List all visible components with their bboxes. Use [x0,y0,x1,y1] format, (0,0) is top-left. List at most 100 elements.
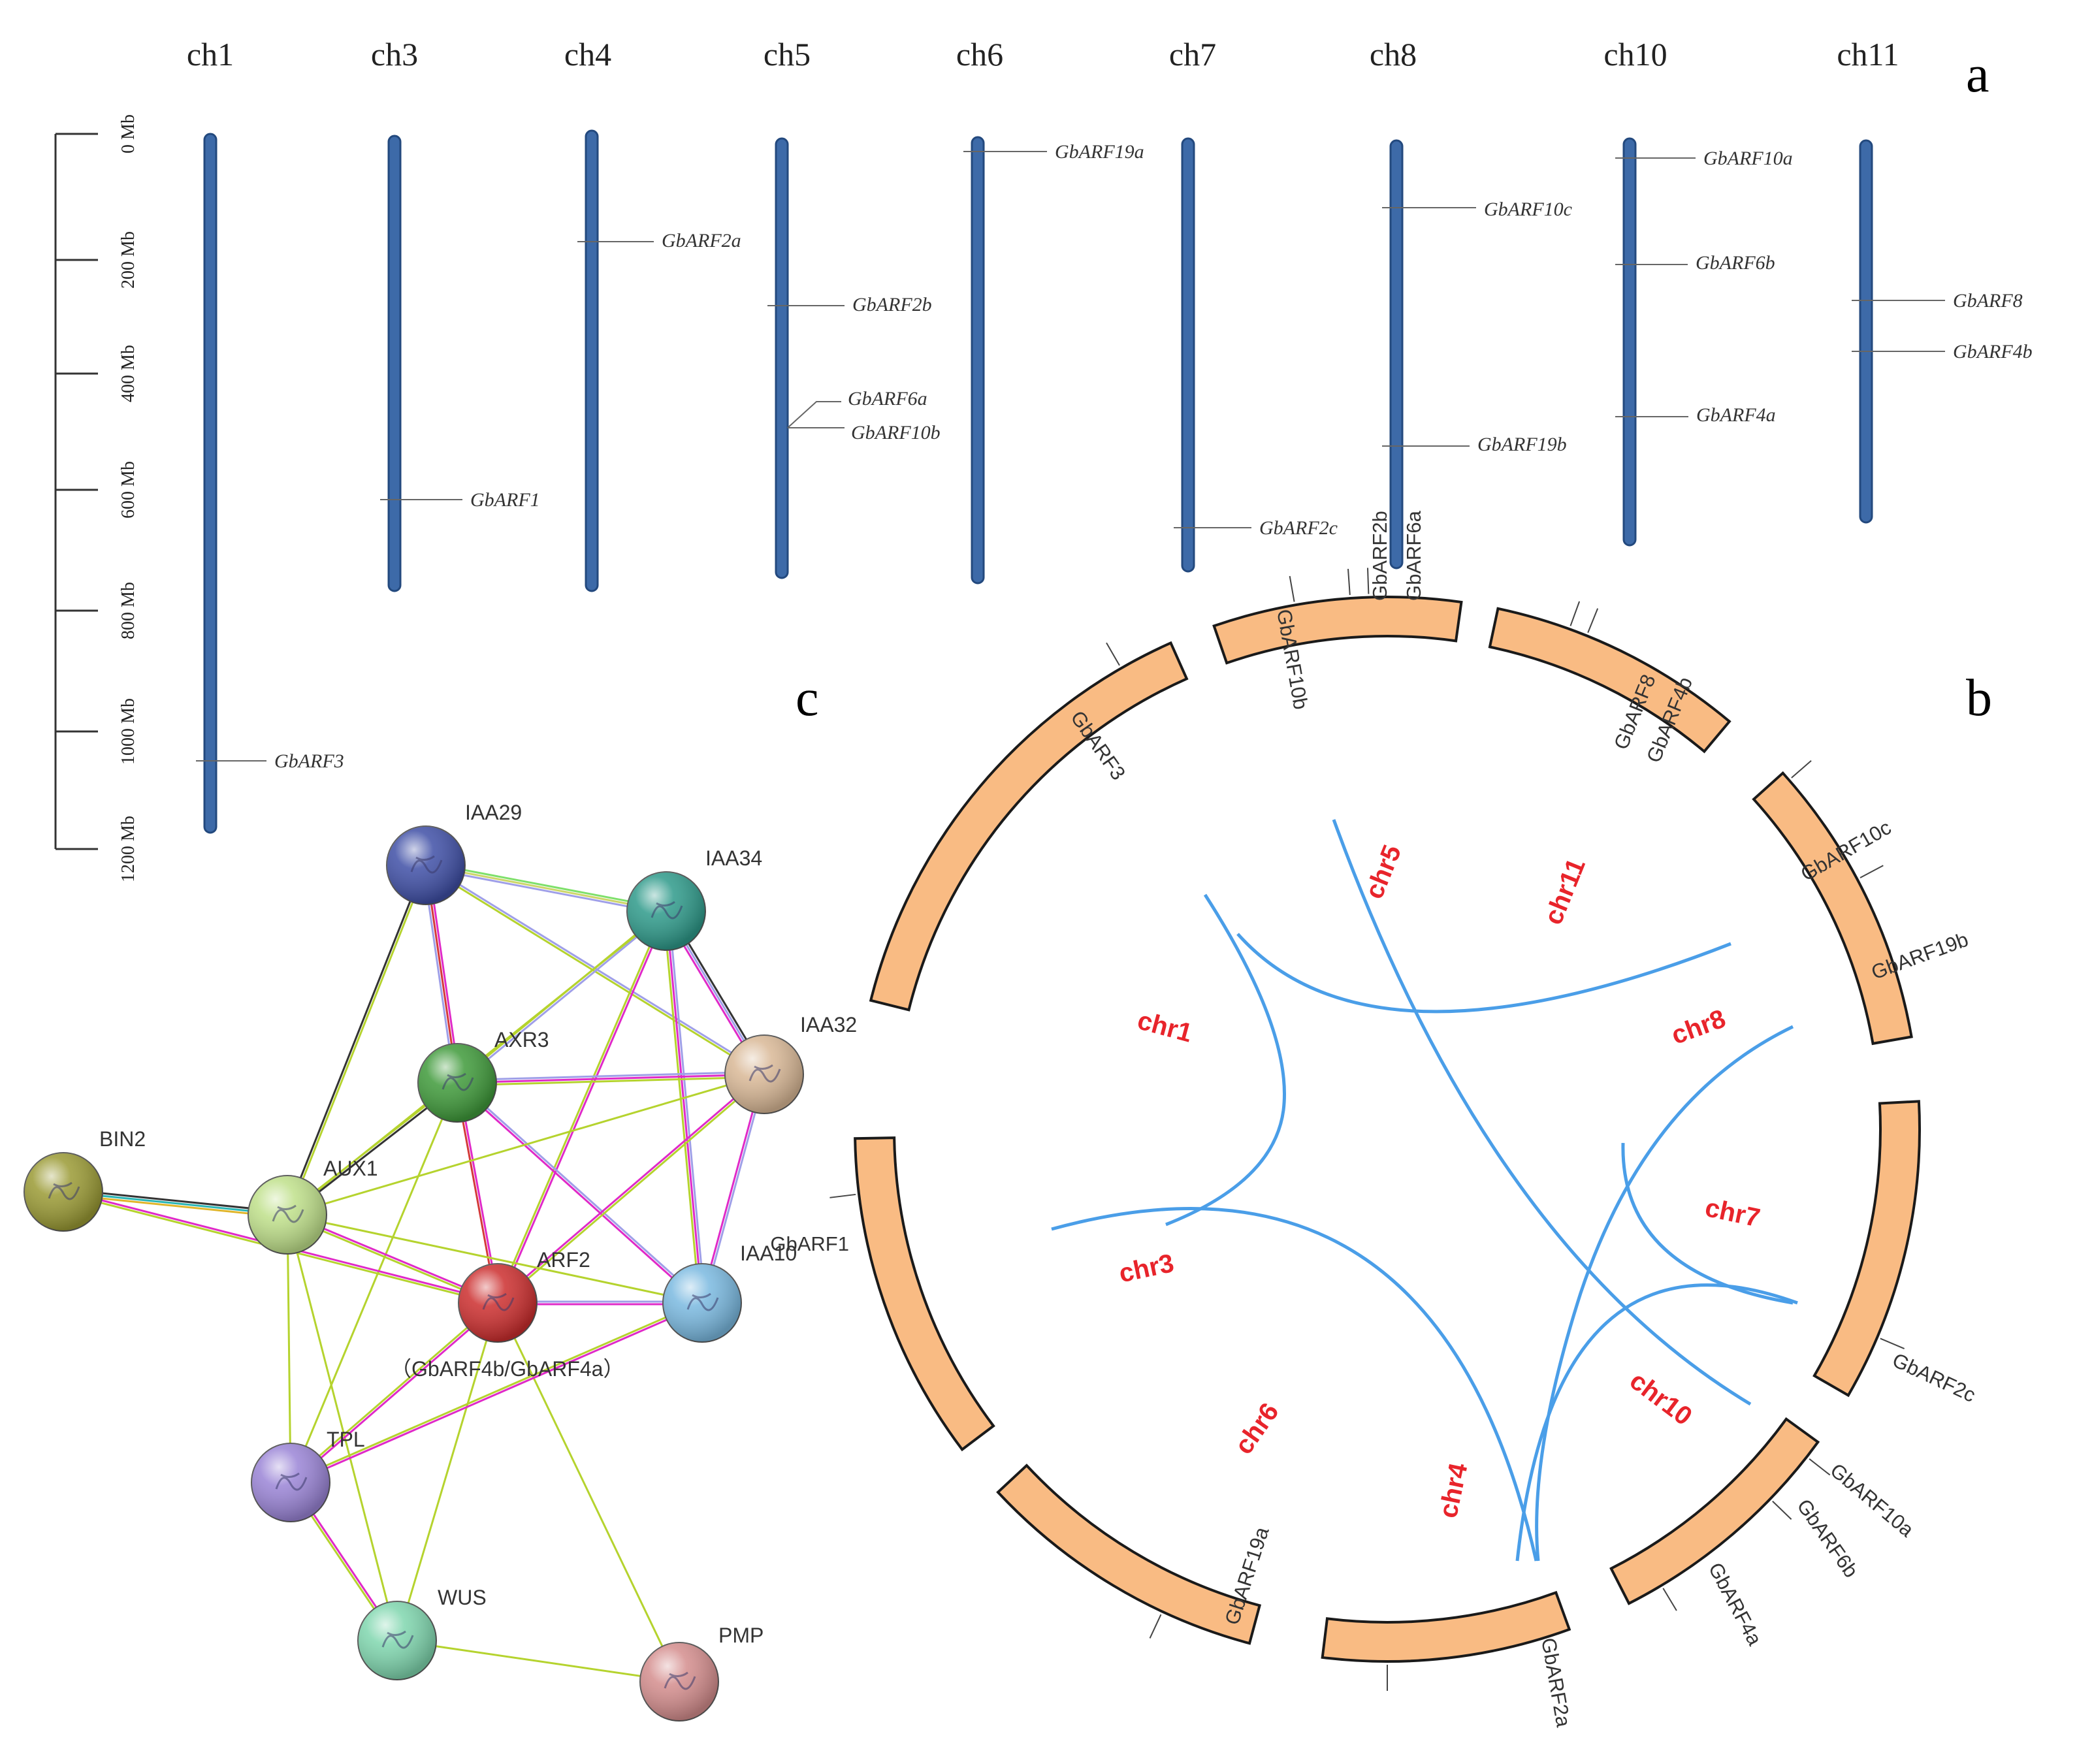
gene-label: GbARF19a [1055,141,1144,163]
chromosome-segment [1488,607,1731,754]
gene-label: GbARF2a [662,230,741,251]
protein-node[interactable]: IAA29 [386,801,522,905]
segment-label: chr7 [1703,1193,1763,1233]
circos-gene-label: GbARF6a [1402,510,1425,601]
interaction-edge [457,1076,765,1087]
chromosome-label: ch3 [371,36,418,72]
gene-label: GbARF3 [274,750,344,772]
synteny-link [1621,1142,1794,1305]
circos-gene-label: GbARF2b [1368,511,1391,601]
interaction-edge [287,1073,765,1216]
chromosome-segment [1212,596,1463,665]
chromosome-bar [1859,139,1873,524]
protein-node-label: PMP [718,1624,764,1647]
circos-gene-label: GbARF4a [1704,1559,1767,1650]
interaction-edge [457,1073,765,1084]
protein-node[interactable]: BIN2 [24,1127,146,1232]
protein-structure-glyph [381,1630,414,1649]
panel-letter-c: c [796,669,819,727]
interaction-edge [457,911,668,1085]
interaction-edge [496,1072,764,1303]
chromosome-label: ch6 [956,36,1003,72]
gene-label: GbARF2c [1259,517,1338,539]
interaction-edge [426,861,668,910]
gene-tick [1809,1458,1831,1476]
protein-node[interactable]: IAA10 [662,1242,797,1343]
interaction-edge [285,864,426,1215]
chromosome-bar [1181,137,1195,573]
segment-label: chr10 [1624,1366,1698,1431]
interaction-edge [289,1082,459,1483]
protein-node[interactable]: AXR3 [417,1028,549,1123]
scale-tick-label: 200 Mb [118,231,138,289]
chromosome-segment [996,1464,1262,1645]
chromosome-segment [854,1136,995,1452]
interaction-edge [457,1070,764,1082]
synteny-link [1515,1283,1798,1562]
segment-label: chr4 [1434,1460,1473,1521]
chromosome-label: ch8 [1370,36,1417,72]
scale-tick-label: 0 Mb [118,114,138,153]
gene-tick [1662,1588,1677,1611]
chromosome-bar [1622,137,1637,547]
interaction-edge [455,1083,702,1305]
gene-label: GbARF1 [470,489,540,511]
protein-structure-glyph [410,855,443,874]
segment-label: chr6 [1229,1398,1285,1459]
gene-tick [1880,1338,1905,1349]
gene-tick [1106,642,1120,666]
protein-node[interactable]: TPL [251,1428,365,1522]
chromosome-segment [1609,1417,1820,1605]
chromosome-segment [869,641,1189,1012]
interaction-edge [289,1301,498,1483]
interaction-edge [457,1081,704,1303]
protein-structure-glyph [442,1072,474,1091]
chromosome-bar [387,135,402,592]
protein-node-label: TPL [327,1428,365,1451]
protein-node-label: IAA10 [740,1242,797,1265]
chromosome-bar [203,133,217,834]
chromosome-bar [775,137,789,579]
gene-label: GbARF10b [851,422,941,443]
protein-node[interactable]: WUS [357,1586,487,1680]
protein-structure-glyph [651,901,683,920]
segment-label: chr8 [1667,1004,1729,1050]
synteny-link [1051,1206,1538,1562]
protein-node[interactable]: ARF2 [458,1248,590,1343]
synteny-link [1332,819,1752,1406]
gene-label: GbARF6a [848,388,927,409]
segment-label: chr1 [1135,1006,1195,1048]
circos-gene-label: GbARF10a [1826,1459,1919,1542]
interaction-edge [425,864,667,912]
chromosome-label: ch10 [1603,36,1667,72]
gene-label: GbARF10a [1703,148,1793,169]
interaction-edge [496,1302,681,1682]
interaction-edge [665,910,703,1304]
panel-letter-b: b [1966,669,1992,727]
chromosome-segment [1321,1590,1571,1663]
chromosome-label: ch4 [564,36,611,72]
circos-gene-label: GbARF2a [1537,1636,1575,1729]
gene-tick [829,1193,856,1198]
synteny-link [1236,933,1731,1014]
protein-node[interactable]: AUX1 [248,1157,378,1255]
chromosome-bar [585,129,599,592]
interaction-edge [286,1214,292,1483]
protein-node[interactable]: IAA34 [626,846,762,951]
scale-tick-label: 800 Mb [118,582,138,639]
segment-label: chr3 [1116,1249,1176,1289]
circos-gene-label: GbARF1 [770,1232,849,1255]
scale-tick-label: 1000 Mb [118,698,138,765]
protein-node[interactable]: IAA32 [724,1013,857,1114]
protein-node[interactable]: PMP [639,1624,764,1722]
gene-tick [1289,575,1295,602]
scale-tick-label: 600 Mb [118,461,138,519]
chromosome-segment [1752,771,1913,1046]
scale-tick-label: 1200 Mb [118,816,138,882]
interaction-edge [286,1214,398,1641]
chromosome-label: ch5 [764,36,811,72]
gene-label: GbARF6b [1696,252,1775,274]
chromosome-bar [971,136,985,585]
interaction-edge [425,867,666,915]
